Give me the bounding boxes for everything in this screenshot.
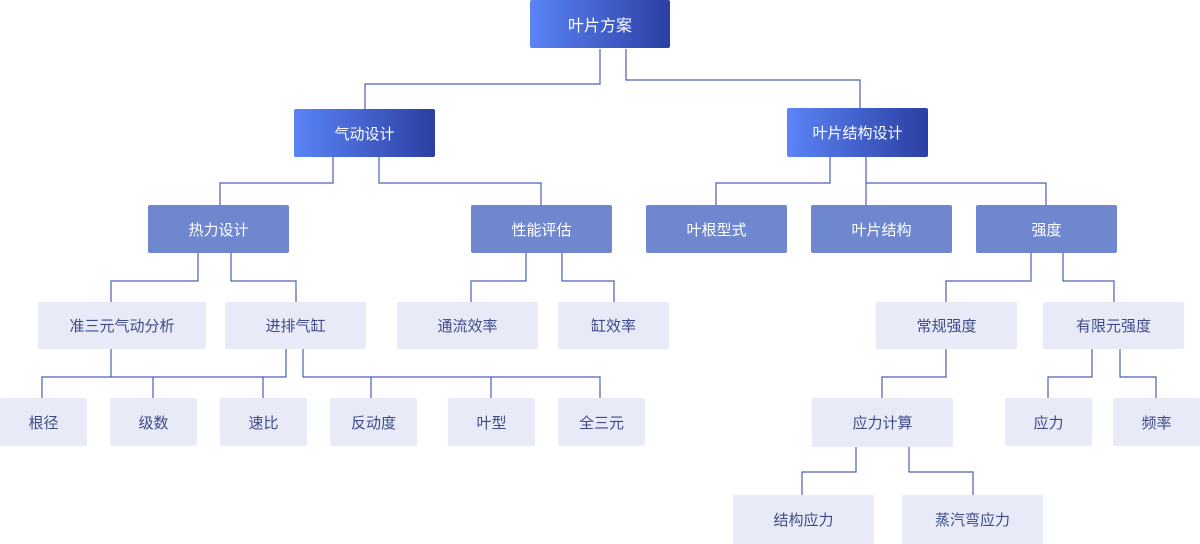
link-strength-normal [945, 253, 1032, 302]
node-steam-bending-stress: 蒸汽弯应力 [902, 495, 1043, 544]
link-stressCalc-steamBending [908, 447, 974, 495]
node-structural-stress: 结构应力 [733, 495, 874, 544]
node-flow-efficiency: 通流效率 [397, 302, 538, 349]
link-inlet-children [263, 349, 601, 398]
node-fem-strength: 有限元强度 [1043, 302, 1184, 349]
link-fem-stress [1047, 349, 1093, 398]
link-quasi3d-children [41, 349, 264, 398]
link-aero-thermo [219, 157, 334, 205]
link-struct-strength [866, 182, 1047, 205]
node-frequency: 频率 [1113, 398, 1200, 446]
link-struct-rootType [715, 157, 831, 205]
node-thermo-design: 热力设计 [148, 205, 289, 253]
node-blade-profile: 叶型 [448, 398, 535, 446]
link-perf-cylEff [561, 253, 615, 302]
link-aero-perf [378, 157, 542, 205]
node-reaction-degree: 反动度 [330, 398, 417, 446]
node-performance-eval: 性能评估 [471, 205, 612, 253]
link-perf-flowEff [470, 253, 527, 302]
node-root-diameter: 根径 [0, 398, 87, 446]
node-blade-scheme: 叶片方案 [530, 0, 670, 48]
link-normal-stressCalc [881, 349, 947, 398]
link-fem-frequency [1119, 349, 1157, 398]
node-stress: 应力 [1005, 398, 1092, 446]
node-aero-design: 气动设计 [294, 109, 435, 157]
node-quasi3d-analysis: 准三元气动分析 [38, 302, 206, 349]
node-speed-ratio: 速比 [220, 398, 307, 446]
node-blade-root-type: 叶根型式 [646, 205, 787, 253]
link-root-struct [625, 49, 861, 108]
node-inlet-exhaust-cylinder: 进排气缸 [225, 302, 366, 349]
link-strength-fem [1062, 253, 1115, 302]
node-normal-strength: 常规强度 [876, 302, 1017, 349]
node-cylinder-efficiency: 缸效率 [558, 302, 669, 349]
link-thermo-quasi3d [110, 253, 199, 302]
node-stress-calculation: 应力计算 [812, 398, 953, 447]
link-root-aero [364, 49, 601, 109]
node-blade-structure-design: 叶片结构设计 [787, 108, 928, 157]
node-strength: 强度 [976, 205, 1117, 253]
link-stressCalc-structStress [801, 447, 857, 495]
link-thermo-inlet [230, 253, 297, 302]
node-stage-count: 级数 [110, 398, 197, 446]
node-full-3d: 全三元 [558, 398, 645, 446]
node-blade-structure: 叶片结构 [811, 205, 952, 253]
